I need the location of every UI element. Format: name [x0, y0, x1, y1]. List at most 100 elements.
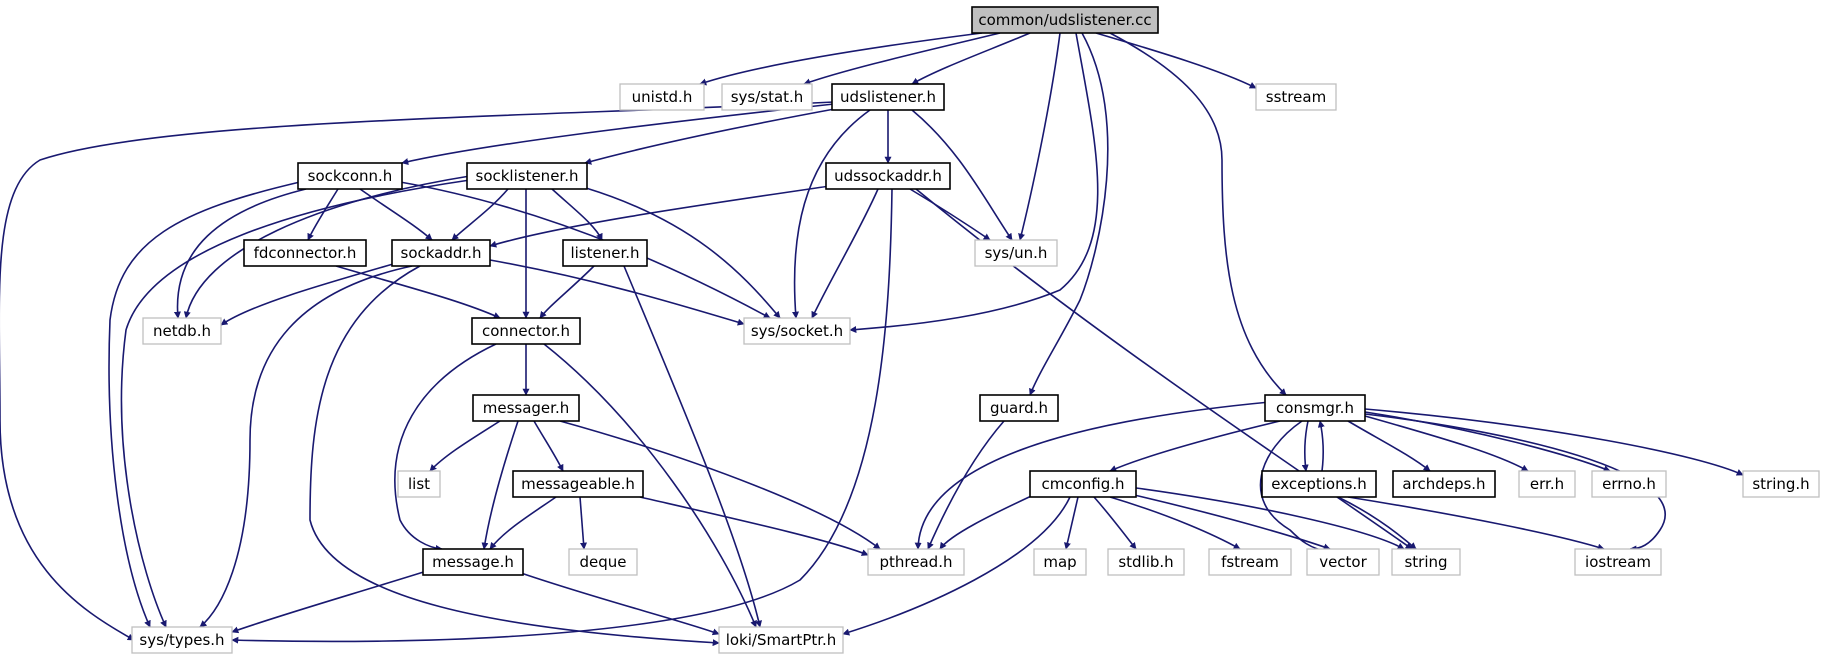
edge-sockconn-fdconnector	[307, 188, 339, 241]
node-box-fdconnector	[243, 239, 367, 267]
node-box-messager	[472, 394, 580, 422]
edge-messager-pthread	[559, 420, 881, 550]
edge-consmgr-exceptions	[1301, 420, 1309, 472]
node-label-sstream: sstream	[1266, 88, 1326, 106]
node-guard[interactable]: guard.h	[979, 394, 1059, 422]
node-fstream: fstream	[1208, 548, 1292, 576]
edge-udslistener-sockconn	[401, 103, 835, 165]
edge-cmconfig-string	[1135, 487, 1405, 550]
node-sysun: sys/un.h	[974, 239, 1058, 267]
node-label-message: message.h	[432, 553, 514, 571]
edge-consmgr-err	[1364, 415, 1529, 472]
node-label-consmgr: consmgr.h	[1276, 399, 1354, 417]
node-socklistener[interactable]: socklistener.h	[466, 162, 588, 190]
node-connector[interactable]: connector.h	[471, 317, 581, 345]
edge-consmgr-cmconfig	[1109, 420, 1281, 472]
node-box-list	[397, 470, 441, 498]
edge-cmconfig-pthread	[939, 491, 1041, 550]
edge-messageable-message	[489, 496, 557, 550]
node-box-map	[1033, 548, 1087, 576]
edge-connector-lokismartptr	[543, 343, 757, 628]
node-listener[interactable]: listener.h	[562, 239, 648, 267]
node-syssocket: sys/socket.h	[743, 317, 851, 345]
edge-root-guard	[1029, 32, 1109, 396]
node-box-string	[1391, 548, 1461, 576]
edge-sockconn-netdb	[173, 188, 307, 319]
edge-cmconfig-lokismartptr	[842, 496, 1071, 636]
edge-consmgr-vector	[1259, 420, 1331, 555]
node-label-systypes: sys/types.h	[139, 631, 224, 649]
node-box-sysstat	[721, 83, 813, 111]
edge-messager-messageable	[533, 420, 564, 472]
node-label-deque: deque	[579, 553, 626, 571]
edge-socklistener-sockaddr	[451, 188, 509, 241]
node-consmgr[interactable]: consmgr.h	[1264, 394, 1366, 422]
node-label-map: map	[1043, 553, 1076, 571]
node-messager[interactable]: messager.h	[472, 394, 580, 422]
edge-listener-connector	[539, 265, 595, 319]
node-box-sysun	[974, 239, 1058, 267]
node-label-vector: vector	[1319, 553, 1367, 571]
node-label-guard: guard.h	[990, 399, 1048, 417]
edge-sockaddr-netdb	[220, 261, 401, 326]
edge-cmconfig-map	[1064, 496, 1079, 550]
node-label-archdeps: archdeps.h	[1402, 475, 1485, 493]
node-message[interactable]: message.h	[422, 548, 524, 576]
node-label-sockconn: sockconn.h	[308, 167, 393, 185]
node-box-err	[1518, 470, 1576, 498]
node-messageable[interactable]: messageable.h	[512, 470, 644, 498]
node-label-list: list	[408, 475, 430, 493]
node-root[interactable]: common/udslistener.cc	[971, 6, 1159, 34]
node-netdb: netdb.h	[142, 317, 222, 345]
node-sockaddr[interactable]: sockaddr.h	[391, 239, 491, 267]
node-label-fdconnector: fdconnector.h	[254, 244, 357, 262]
node-box-lokismartptr	[718, 626, 844, 654]
node-box-iostream	[1574, 548, 1662, 576]
edge-messager-message	[481, 420, 519, 550]
edge-exceptions-iostream	[1347, 496, 1605, 551]
edge-root-consmgr	[1109, 32, 1287, 396]
edges	[0, 32, 1744, 647]
node-label-stdlib: stdlib.h	[1118, 553, 1173, 571]
node-box-syssocket	[743, 317, 851, 345]
edge-cmconfig-stdlib	[1093, 496, 1137, 550]
node-label-messageable: messageable.h	[521, 475, 635, 493]
edge-udssockaddr-systypes	[231, 188, 893, 644]
edge-sockconn-sockaddr	[359, 188, 433, 241]
node-archdeps[interactable]: archdeps.h	[1392, 470, 1496, 498]
node-label-root: common/udslistener.cc	[978, 11, 1151, 29]
edge-udslistener-systypes	[0, 101, 835, 641]
node-box-archdeps	[1392, 470, 1496, 498]
edge-exceptions-consmgr	[1317, 420, 1325, 472]
node-sockconn[interactable]: sockconn.h	[297, 162, 403, 190]
node-box-sockaddr	[391, 239, 491, 267]
node-udslistener[interactable]: udslistener.h	[831, 83, 945, 111]
node-box-sstream	[1255, 83, 1337, 111]
node-exceptions[interactable]: exceptions.h	[1261, 470, 1377, 498]
edge-sockaddr-syssocket	[489, 259, 745, 326]
node-stdlib: stdlib.h	[1107, 548, 1185, 576]
edge-guard-pthread	[927, 420, 1005, 550]
node-deque: deque	[568, 548, 638, 576]
edge-root-sysun	[1018, 32, 1061, 241]
node-sysstat: sys/stat.h	[721, 83, 813, 111]
edge-socklistener-systypes	[120, 179, 471, 628]
edge-messageable-deque	[579, 496, 588, 550]
node-label-listener: listener.h	[570, 244, 639, 262]
node-cmconfig[interactable]: cmconfig.h	[1029, 470, 1137, 498]
edge-socklistener-listener	[551, 188, 603, 241]
node-box-vector	[1306, 548, 1380, 576]
node-label-sysstat: sys/stat.h	[731, 88, 804, 106]
node-label-udssockaddr: udssockaddr.h	[834, 167, 942, 185]
edge-root-syssocket	[849, 32, 1099, 334]
node-fdconnector[interactable]: fdconnector.h	[243, 239, 367, 267]
edge-sockconn-systypes	[108, 181, 301, 628]
node-errno: errno.h	[1591, 470, 1667, 498]
node-udssockaddr[interactable]: udssockaddr.h	[825, 162, 951, 190]
node-label-socklistener: socklistener.h	[476, 167, 579, 185]
edge-udslistener-sysun	[911, 109, 1013, 241]
node-box-udssockaddr	[825, 162, 951, 190]
edge-cmconfig-fstream	[1109, 496, 1241, 550]
edge-messager-list	[429, 420, 501, 472]
